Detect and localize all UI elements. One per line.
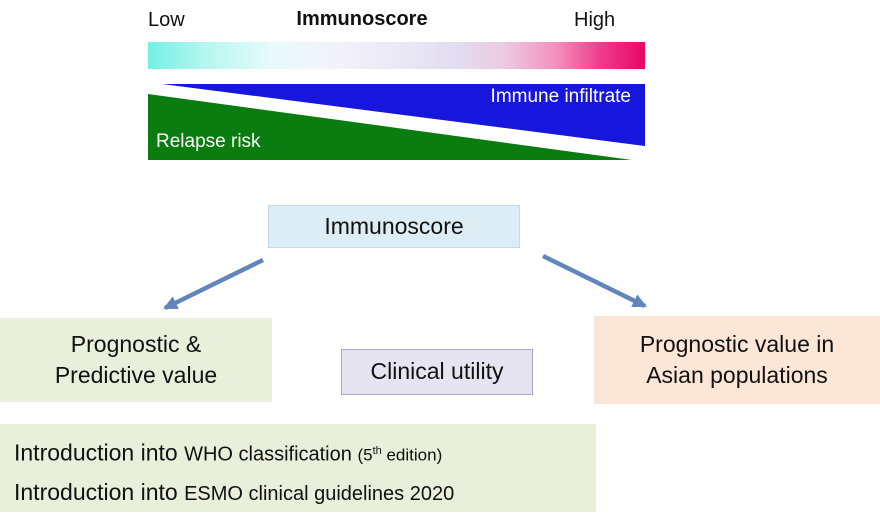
who-paren-text: (5 [357,445,373,465]
wedge-diagram: Immune infiltrate Relapse risk [148,84,645,160]
asian-line1: Prognostic value in [639,330,835,357]
esmo-body-text: ESMO clinical guidelines 2020 [184,483,455,506]
who-tail-text: edition) [381,445,443,465]
prognostic-line2: Predictive value [54,362,218,388]
immune-infiltrate-label: Immune infiltrate [490,86,631,107]
asian-populations-box: Prognostic value in Asian populations [594,316,880,404]
esmo-lead-text: Introduction into [14,479,185,506]
clinical-utility-box: Clinical utility [341,349,533,395]
esmo-guidelines-line: Introduction into ESMO clinical guidelin… [14,474,596,514]
gradient-title: Immunoscore [296,8,428,30]
who-sup-text: th [372,445,382,457]
gradient-high-label: High [574,9,616,31]
wedge-svg [148,84,645,160]
arrow-left-icon [163,257,264,311]
arrow-right-icon [542,253,647,309]
immune-infiltrate-wedge [162,84,645,146]
branch-arrows [163,253,647,311]
relapse-risk-wedge [148,94,632,160]
who-classification-line: Introduction into WHO classification (5t… [14,433,596,474]
immunoscore-gradient-bar [148,42,645,69]
guidelines-box: Introduction into WHO classification (5t… [0,424,596,512]
prognostic-line1: Prognostic & [70,330,202,357]
relapse-risk-label: Relapse risk [156,131,261,152]
immunoscore-node: Immunoscore [268,205,520,248]
who-lead-text: Introduction into [14,439,185,466]
who-body-text: WHO classification [184,443,358,466]
asian-line2: Asian populations [646,362,828,388]
prognostic-predictive-box: Prognostic & Predictive value [0,318,272,402]
gradient-low-label: Low [148,9,185,31]
